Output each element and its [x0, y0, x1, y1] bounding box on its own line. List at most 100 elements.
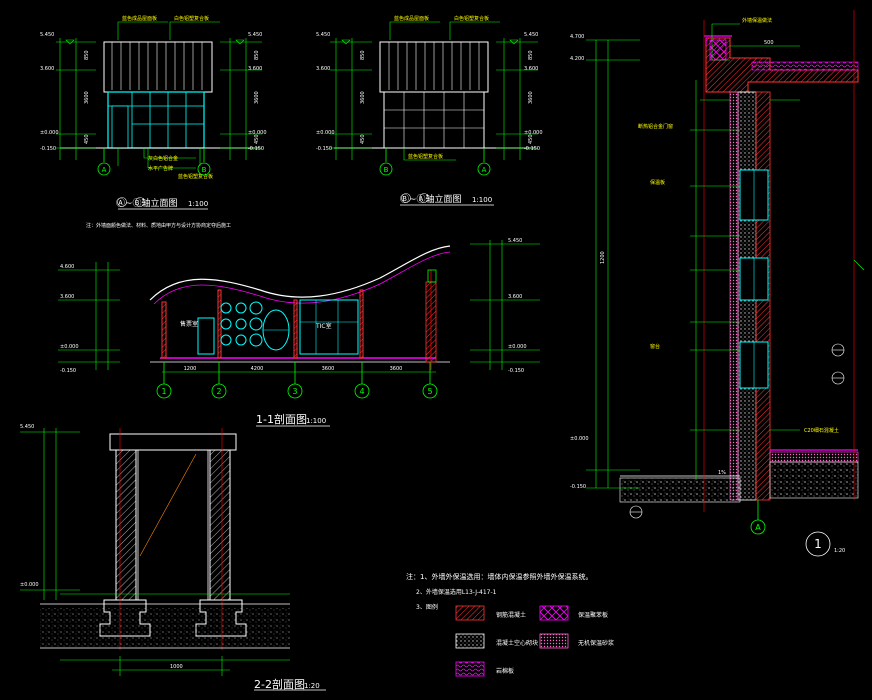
- dim-label: 1200: [600, 251, 606, 264]
- leader-note: 保温板: [650, 179, 665, 186]
- axis-bubble-label: 5: [427, 387, 432, 396]
- elevation-a-b: 5.450 3.600 ±0.000 -0.150 5.450 3.600 ±0…: [40, 15, 267, 210]
- axis-bubble-label: 4: [359, 387, 364, 396]
- leader-note: 断热铝合金门窗: [638, 123, 673, 130]
- leader-note: C20细石混凝土: [804, 427, 839, 434]
- level-label: -0.150: [60, 368, 76, 374]
- drawing-scale: 1:20: [834, 548, 845, 554]
- notes-block: 注：1、外墙外保温选用：墙体内保温参照外墙外保温系统。 2、外墙保温选用L13-…: [406, 572, 592, 611]
- note-line: 3、图例: [416, 603, 438, 611]
- level-label: 5.450: [248, 32, 262, 38]
- note-line: 2、外墙保温选用L13-J-417-1: [416, 588, 497, 596]
- leader-note: 白色铝塑复合板: [174, 15, 209, 22]
- level-label: 4.700: [570, 34, 584, 40]
- level-label: -0.150: [570, 484, 586, 490]
- leader-note: 蓝色铝塑复合板: [408, 153, 443, 160]
- level-label: 5.450: [316, 32, 330, 38]
- dim-label: 850: [84, 50, 90, 60]
- section-2-2: 5.450 ±0.000 1000 2-2剖面图 1:20: [20, 424, 326, 691]
- legend-label: 岩棉板: [496, 667, 514, 675]
- dim-label: 500: [764, 40, 774, 46]
- axis-bubble-label: A: [102, 166, 107, 174]
- level-label: -0.150: [524, 146, 540, 152]
- legend-label: 混凝土空心砌块: [496, 639, 538, 647]
- leader-note: 外墙保温做法: [742, 17, 772, 24]
- legend: 钢筋混凝土 保温聚苯板 混凝土空心砌块 无机保温砂浆 岩棉板: [455, 605, 614, 677]
- legend-swatch-concrete: [455, 605, 485, 621]
- elevation-b-a: 5.450 3.600 ±0.000 -0.150 5.450 3.600 ±0…: [316, 15, 543, 206]
- dim-label: 450: [254, 134, 260, 144]
- dim-label: 3600: [254, 91, 260, 104]
- legend-label: 无机保温砂浆: [578, 639, 614, 647]
- level-label: 3.600: [40, 66, 54, 72]
- level-label: 4.600: [60, 264, 74, 270]
- level-label: ±0.000: [524, 130, 543, 136]
- legend-swatch-rockwool: [455, 661, 485, 677]
- level-label: 3.600: [524, 66, 538, 72]
- legend-swatch-eps: [539, 605, 569, 621]
- span-dim: 1200: [184, 366, 197, 372]
- level-label: 5.450: [524, 32, 538, 38]
- level-label: -0.150: [508, 368, 524, 374]
- drawing-scale: 1:100: [472, 196, 492, 204]
- level-label: 5.450: [20, 424, 34, 430]
- dim-label: 1000: [170, 664, 183, 670]
- level-label: 3.600: [60, 294, 74, 300]
- axis-bubble-label: B: [384, 166, 389, 174]
- leader-note: 蓝色铝塑复合板: [178, 173, 213, 180]
- level-label: -0.150: [316, 146, 332, 152]
- drawing-scale: 1:100: [306, 417, 326, 425]
- axis-bubble-label: A: [482, 166, 487, 174]
- drawing-scale: 1:100: [188, 200, 208, 208]
- legend-swatch-block: [455, 633, 485, 649]
- span-dim: 3600: [322, 366, 335, 372]
- axis-bubble-label: 2: [216, 387, 221, 396]
- axis-bubble-label: 3: [292, 387, 297, 396]
- section-note: 注：外墙面颜色做法、材料、质地由甲方与设计方协商定夺后施工: [86, 222, 231, 229]
- dim-label: 1%: [718, 470, 726, 476]
- legend-label: 保温聚苯板: [578, 611, 608, 619]
- drawing-title: 1-1剖面图: [256, 412, 307, 426]
- drawing-title: Ⓐ~Ⓑ轴立面图: [116, 197, 178, 209]
- level-label: 5.450: [40, 32, 54, 38]
- axis-bubble-label: B: [202, 166, 207, 174]
- level-label: ±0.000: [570, 436, 589, 442]
- axis-bubble-label: A: [755, 523, 761, 532]
- leader-note: 灰白色铝合金: [148, 155, 178, 162]
- leader-note: 水平广告牌: [148, 165, 173, 172]
- level-label: 4.200: [570, 56, 584, 62]
- drawing-scale: 1:20: [304, 682, 320, 690]
- level-label: -0.150: [40, 146, 56, 152]
- leader-note: 蓝色成品屋面板: [394, 15, 429, 22]
- legend-swatch-mortar: [539, 633, 569, 649]
- dim-label: 450: [84, 134, 90, 144]
- level-label: ±0.000: [20, 582, 39, 588]
- level-label: ±0.000: [248, 130, 267, 136]
- level-label: 3.600: [508, 294, 522, 300]
- dim-label: 3600: [360, 91, 366, 104]
- dim-label: 850: [254, 50, 260, 60]
- axis-bubble-label: 1: [161, 387, 166, 396]
- span-dim: 3600: [390, 366, 403, 372]
- span-dim: 4200: [251, 366, 264, 372]
- drawing-title: 2-2剖面图: [254, 677, 305, 691]
- leader-note: 窗台: [650, 343, 660, 350]
- level-label: ±0.000: [60, 344, 79, 350]
- detail-number: 1: [814, 537, 822, 551]
- level-label: -0.150: [248, 146, 264, 152]
- level-label: 5.450: [508, 238, 522, 244]
- room-label: TIC室: [315, 322, 332, 330]
- level-label: ±0.000: [508, 344, 527, 350]
- section-1-1: 注：外墙面颜色做法、材料、质地由甲方与设计方协商定夺后施工: [58, 222, 540, 427]
- leader-note: 蓝色成品屋面板: [122, 15, 157, 22]
- legend-label: 钢筋混凝土: [496, 611, 526, 619]
- note-line: 注：1、外墙外保温选用：墙体内保温参照外墙外保温系统。: [406, 572, 592, 581]
- level-label: ±0.000: [316, 130, 335, 136]
- wall-section-detail: A 4.700 4.200 ±0.000 -0.150 500 1200 1%: [570, 10, 865, 557]
- dim-label: 3600: [528, 91, 534, 104]
- leader-note: 白色铝塑复合板: [454, 15, 489, 22]
- dim-label: 850: [360, 50, 366, 60]
- room-label: 售票室: [180, 320, 198, 328]
- dim-label: 850: [528, 50, 534, 60]
